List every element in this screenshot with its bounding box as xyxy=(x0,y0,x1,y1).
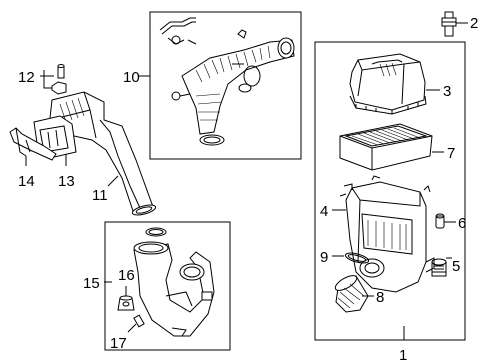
seal-ring-part-9 xyxy=(344,252,370,264)
box-resonator-group xyxy=(104,221,231,351)
callout-6: 6 xyxy=(458,215,466,232)
leader-17 xyxy=(127,323,137,333)
callout-5: 5 xyxy=(452,258,460,275)
grommet-part-6 xyxy=(435,213,445,229)
bolt-part-17 xyxy=(133,314,145,328)
bolt-part-12 xyxy=(57,64,65,79)
clip-part-2 xyxy=(441,11,457,37)
callout-17: 17 xyxy=(110,335,127,352)
box-air-cleaner-assembly xyxy=(314,41,466,341)
callout-1: 1 xyxy=(399,347,407,360)
intake-hose-part-10 xyxy=(159,17,295,146)
leader-12-branch xyxy=(43,70,52,89)
resonator-part-15 xyxy=(133,227,215,337)
bracket-plate-part-14 xyxy=(9,127,57,161)
leader-11 xyxy=(107,175,119,187)
callout-16: 16 xyxy=(118,267,135,284)
housing-clip xyxy=(425,257,435,273)
callout-13: 13 xyxy=(58,173,75,190)
callout-2: 2 xyxy=(470,15,478,32)
air-cleaner-cover-part-3 xyxy=(349,53,427,115)
callout-3: 3 xyxy=(443,83,451,100)
callout-10: 10 xyxy=(123,69,140,86)
duct-adapter-part-8 xyxy=(334,275,369,313)
callout-15: 15 xyxy=(83,275,100,292)
box-intake-hose-group xyxy=(149,11,302,160)
air-filter-part-7 xyxy=(339,123,433,171)
callout-4: 4 xyxy=(320,203,328,220)
grommet-part-16 xyxy=(117,295,135,311)
callout-12: 12 xyxy=(18,69,35,86)
callout-14: 14 xyxy=(18,173,35,190)
callout-8: 8 xyxy=(376,289,384,306)
lower-housing-part-4 xyxy=(339,175,431,293)
nut-part-12 xyxy=(51,81,67,95)
callout-7: 7 xyxy=(447,145,455,162)
callout-9: 9 xyxy=(320,249,328,266)
callout-11: 11 xyxy=(92,187,108,204)
